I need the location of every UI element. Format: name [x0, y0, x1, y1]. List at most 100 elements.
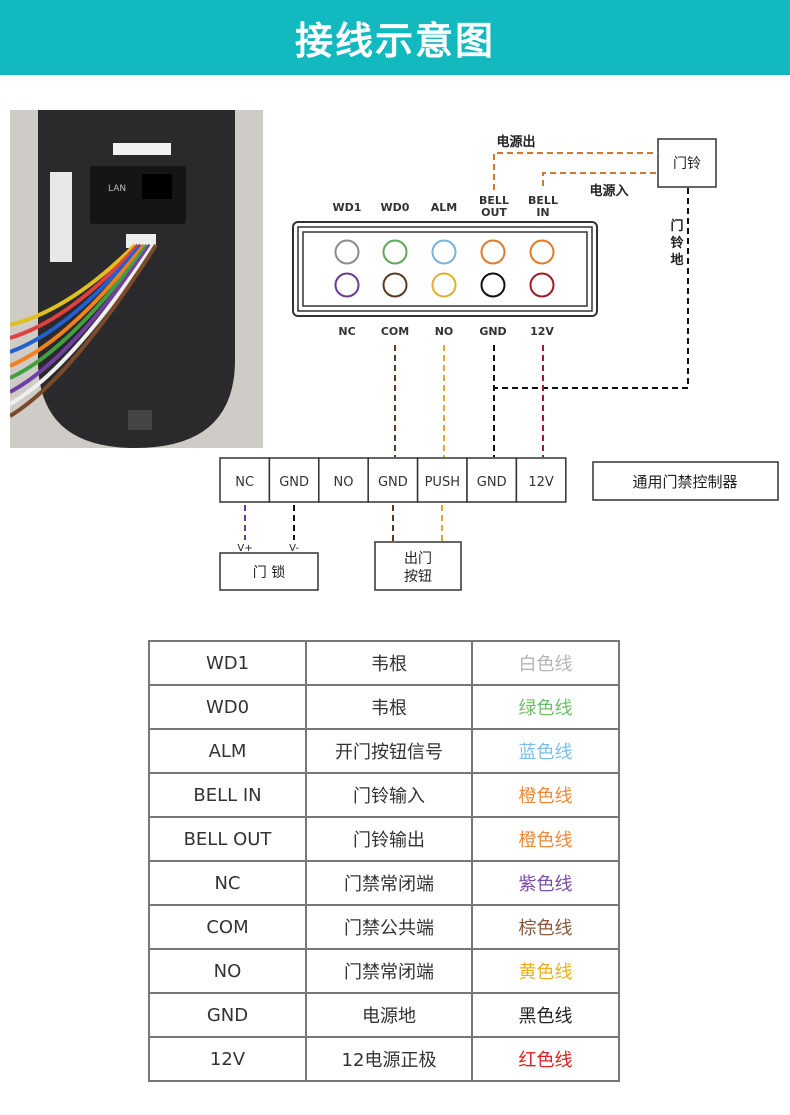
wire-bell-in: [542, 172, 658, 186]
pin-hole: [382, 272, 408, 298]
controller-box: [592, 461, 779, 501]
terminal-cell: [515, 457, 567, 503]
pin-hole: [480, 239, 506, 265]
terminal-label: GND: [378, 475, 408, 490]
cell-desc: 门禁常闭端: [305, 860, 473, 906]
exit-button-label-1: 出门: [404, 551, 432, 567]
cell-desc: 门铃输入: [305, 772, 473, 818]
cell-pin: BELL OUT: [148, 816, 307, 862]
cell-pin: BELL IN: [148, 772, 307, 818]
cell-desc: 门铃输出: [305, 816, 473, 862]
pin-hole: [480, 272, 506, 298]
cell-pin: WD1: [148, 640, 307, 686]
cell-color: 红色线: [471, 1036, 620, 1082]
cell-pin: 12V: [148, 1036, 307, 1082]
pin-label-com: COM: [381, 325, 409, 338]
bell-ground-label-1: 门: [670, 218, 683, 234]
power-out-label: 电源出: [496, 134, 535, 150]
cell-desc: 12电源正极: [305, 1036, 473, 1082]
pin-hole: [334, 239, 360, 265]
vminus-label: V-: [289, 543, 299, 554]
cell-color: 黑色线: [471, 992, 620, 1038]
cell-color: 橙色线: [471, 772, 620, 818]
device-photo: LAN: [10, 110, 263, 448]
cell-desc: 韦根: [305, 684, 473, 730]
cell-color: 黄色线: [471, 948, 620, 994]
exit-button-label-2: 按钮: [404, 569, 432, 585]
page-title: 接线示意图: [294, 19, 495, 63]
doorbell-label: 门铃: [673, 156, 701, 172]
terminal-cell: [416, 457, 468, 503]
cell-color: 紫色线: [471, 860, 620, 906]
terminal-label: NC: [235, 475, 254, 490]
pin-label-bell-in-2: IN: [536, 206, 549, 219]
exit-button-box: [374, 541, 462, 591]
cell-desc: 门禁常闭端: [305, 948, 473, 994]
cell-desc: 门禁公共端: [305, 904, 473, 950]
connector-housing: [292, 221, 598, 317]
cell-pin: WD0: [148, 684, 307, 730]
pin-label-alm: ALM: [431, 201, 457, 214]
pin-hole: [529, 272, 555, 298]
cell-desc: 韦根: [305, 640, 473, 686]
wire-bell-ground: [494, 188, 689, 389]
terminal-cell: [318, 457, 369, 503]
doorbell-box: [657, 138, 717, 188]
pin-hole: [431, 239, 457, 265]
pin-hole: [382, 239, 408, 265]
terminal-cell: [367, 457, 419, 503]
terminal-label: GND: [477, 475, 507, 490]
cell-desc: 电源地: [305, 992, 473, 1038]
bell-ground-label-3: 地: [670, 252, 683, 268]
terminal-cell: [268, 457, 320, 503]
header-banner: 接线示意图: [0, 0, 790, 75]
pin-label-bell-in-1: BELL: [528, 194, 558, 207]
terminal-label: GND: [279, 475, 309, 490]
cell-pin: NC: [148, 860, 307, 906]
terminal-label: 12V: [528, 475, 554, 490]
terminal-label: PUSH: [425, 475, 460, 490]
pin-label-wd0: WD0: [381, 201, 410, 214]
lan-label: LAN: [108, 184, 126, 194]
pin-label-12v: 12V: [530, 325, 554, 338]
wire-bell-out: [493, 152, 658, 190]
cell-desc: 开门按钮信号: [305, 728, 473, 774]
pin-hole: [529, 239, 555, 265]
pin-label-gnd: GND: [479, 325, 506, 338]
cell-pin: GND: [148, 992, 307, 1038]
bell-ground-label-2: 铃: [670, 235, 683, 251]
door-lock-box: [219, 552, 319, 591]
cell-pin: ALM: [148, 728, 307, 774]
pin-hole: [334, 272, 360, 298]
pin-label-no: NO: [435, 325, 454, 338]
cell-color: 蓝色线: [471, 728, 620, 774]
cell-color: 棕色线: [471, 904, 620, 950]
cell-pin: NO: [148, 948, 307, 994]
door-lock-label: 门 锁: [253, 565, 285, 581]
cell-pin: COM: [148, 904, 307, 950]
pin-label-wd1: WD1: [333, 201, 362, 214]
cell-color: 橙色线: [471, 816, 620, 862]
pin-label-nc: NC: [338, 325, 355, 338]
cell-color: 白色线: [471, 640, 620, 686]
wiring-diagram: WD1 WD0 ALM BELL OUT BELL IN NC COM NO G…: [219, 134, 779, 591]
cell-color: 绿色线: [471, 684, 620, 730]
terminal-label: NO: [334, 475, 354, 490]
pin-label-bell-out-1: BELL: [479, 194, 509, 207]
pin-hole: [431, 272, 457, 298]
vplus-label: V+: [237, 543, 252, 554]
terminal-cell: [466, 457, 518, 503]
pin-label-bell-out-2: OUT: [481, 206, 507, 219]
power-in-label: 电源入: [589, 183, 628, 199]
